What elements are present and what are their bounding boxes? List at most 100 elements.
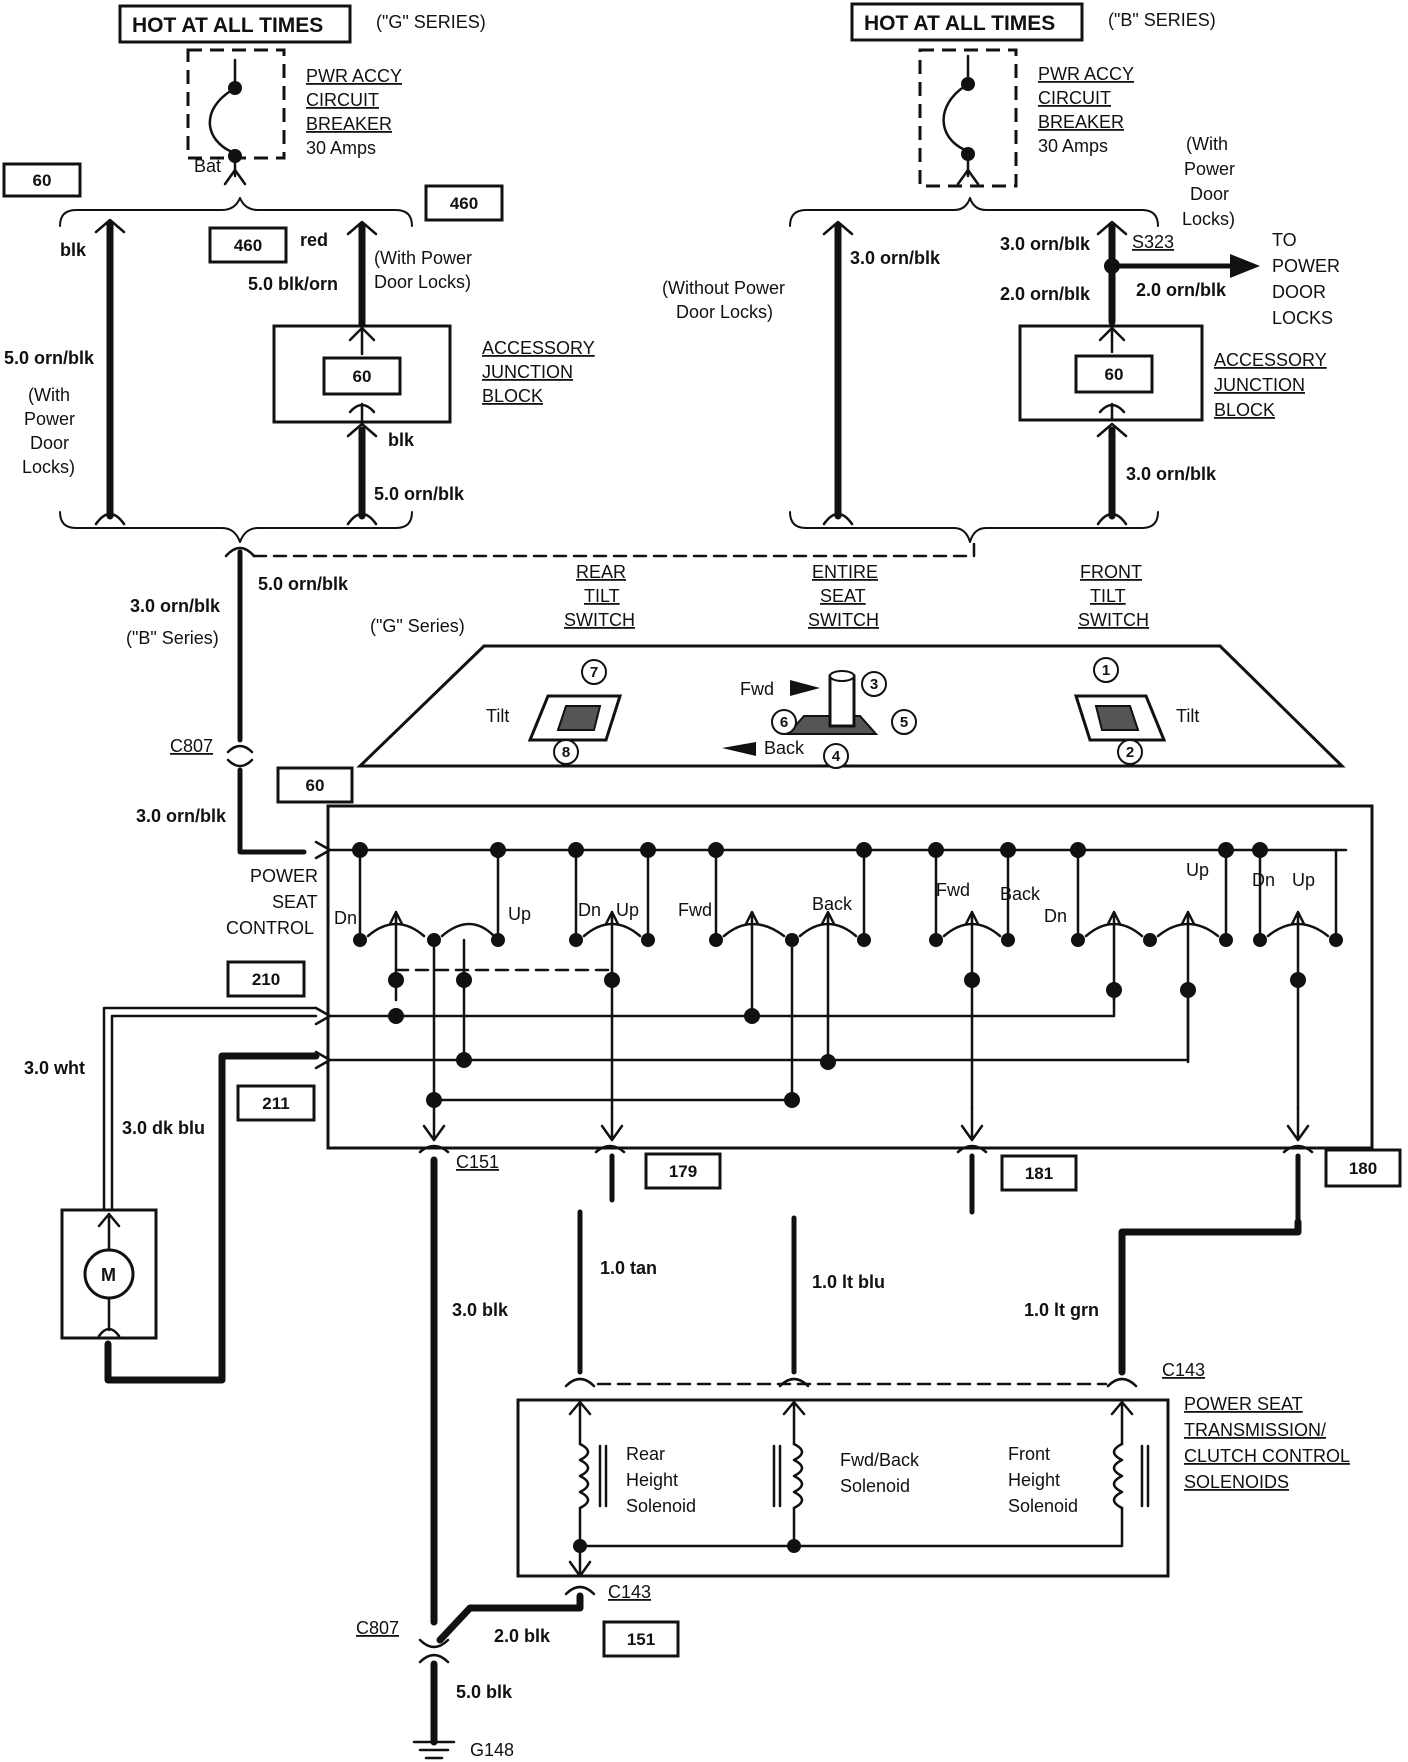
back-arrow bbox=[722, 742, 756, 756]
box-179-label: 179 bbox=[669, 1162, 697, 1181]
wire-orn-blk-5-g: 5.0 orn/blk bbox=[258, 574, 349, 594]
left-ajb-60-label: 60 bbox=[353, 367, 372, 386]
front-solenoid-coil bbox=[1112, 1442, 1124, 1510]
seat-switch-panel: Tilt Fwd Back Tilt 1 2 3 4 5 bbox=[356, 644, 1346, 769]
right-ajb-out-ends bbox=[1096, 422, 1128, 526]
solenoid-inputs bbox=[568, 1400, 1134, 1446]
wire-orn-blk-3-b: 3.0 orn/blk bbox=[130, 596, 221, 616]
left-hot-box bbox=[118, 4, 352, 44]
pin-5-circle bbox=[891, 709, 917, 735]
right-ajb-label-3: BLOCK bbox=[1214, 400, 1275, 420]
psc-back-1: Back bbox=[812, 894, 853, 914]
wire-blk-2 bbox=[436, 1592, 584, 1644]
psc-dn-3: Dn bbox=[1044, 906, 1067, 926]
with-power-mid-1: (With Power bbox=[374, 248, 472, 268]
left-breaker-line-4: 30 Amps bbox=[306, 138, 376, 158]
front-switch-label-3: SWITCH bbox=[1078, 610, 1149, 630]
right-ajb-label-1: ACCESSORY bbox=[1214, 350, 1327, 370]
box-460-mid-label: 460 bbox=[234, 236, 262, 255]
rear-switch-label-1: REAR bbox=[576, 562, 626, 582]
left-ajb-out bbox=[348, 402, 376, 424]
left-hot-label: HOT AT ALL TIMES bbox=[132, 14, 323, 37]
right-series-label: ("B" SERIES) bbox=[1108, 10, 1216, 30]
pin-4-circle bbox=[823, 743, 849, 769]
psc-input-60 bbox=[314, 840, 332, 860]
psc-bus-nodes bbox=[388, 972, 1306, 1108]
box-210 bbox=[226, 960, 306, 998]
left-ajb-in-arrow bbox=[348, 324, 376, 356]
box-210-label: 210 bbox=[252, 970, 280, 989]
right-ajb-out bbox=[1098, 402, 1126, 422]
with-power-left-1: (With bbox=[28, 385, 70, 405]
fwdback-solenoid-2: Solenoid bbox=[840, 1476, 910, 1496]
psc-up-3: Up bbox=[1186, 860, 1209, 880]
wire-orn-blk-3-s323: 3.0 orn/blk bbox=[1000, 234, 1091, 254]
without-power-2: Door Locks) bbox=[676, 302, 773, 322]
without-power-1: (Without Power bbox=[662, 278, 785, 298]
fwdback-solenoid-1: Fwd/Back bbox=[840, 1450, 920, 1470]
psc-bus-210 bbox=[328, 988, 1116, 1018]
right-breaker-arm bbox=[942, 54, 970, 178]
common-feed-top bbox=[224, 546, 256, 558]
motor-label: M bbox=[101, 1265, 116, 1285]
left-breaker-line-3: BREAKER bbox=[306, 114, 392, 134]
fwdback-solenoid-core bbox=[772, 1444, 782, 1508]
front-tilt-rocker bbox=[1094, 705, 1140, 731]
right-hot-label: HOT AT ALL TIMES bbox=[864, 12, 1055, 35]
psc-label-3: CONTROL bbox=[226, 918, 314, 938]
tilt-right-label: Tilt bbox=[1176, 706, 1199, 726]
right-with-power-1: (With bbox=[1186, 134, 1228, 154]
with-power-left-2: Power bbox=[24, 409, 75, 429]
wire-blk-left: blk bbox=[60, 240, 87, 260]
wire-orn-blk-2-to: 2.0 orn/blk bbox=[1136, 280, 1227, 300]
node-11 bbox=[1106, 982, 1122, 998]
front-switch-label-2: TILT bbox=[1090, 586, 1126, 606]
left-top-brace bbox=[59, 197, 413, 227]
left-bottom-brace bbox=[59, 511, 413, 543]
wire-blk-2-label: 2.0 blk bbox=[494, 1626, 551, 1646]
psc-output-connectors bbox=[418, 1144, 1314, 1154]
c807-bottom-label: C807 bbox=[356, 1618, 399, 1638]
left-ajb-feed-top bbox=[346, 220, 378, 236]
psc-up-2: Up bbox=[616, 900, 639, 920]
c151-label: C151 bbox=[456, 1152, 499, 1172]
rear-solenoid-core bbox=[598, 1444, 608, 1508]
box-60-psc-label: 60 bbox=[306, 776, 325, 795]
pin-8: 8 bbox=[562, 744, 570, 761]
pin-5: 5 bbox=[900, 714, 908, 731]
c14 bbox=[1253, 933, 1267, 947]
rear-tilt-rocker bbox=[556, 705, 602, 731]
wire-orn-blk-3-right: 3.0 orn/blk bbox=[850, 248, 941, 268]
tilt-left-label: Tilt bbox=[486, 706, 509, 726]
c12 bbox=[1143, 933, 1157, 947]
psc-up-4: Up bbox=[1292, 870, 1315, 890]
psc-input-211 bbox=[314, 1050, 332, 1070]
psc-dn-1: Dn bbox=[334, 908, 357, 928]
solenoid-block-label-4: SOLENOIDS bbox=[1184, 1472, 1289, 1492]
wire-orn-blk-5-left: 5.0 orn/blk bbox=[4, 348, 95, 368]
wire-lt-blu-label: 1.0 lt blu bbox=[812, 1272, 885, 1292]
left-ajb-label-1: ACCESSORY bbox=[482, 338, 595, 358]
solenoid-block: Rear Height Solenoid Fwd/Back Solenoid F… bbox=[516, 1398, 1170, 1578]
rear-switch-label-2: TILT bbox=[584, 586, 620, 606]
psc-bus-common bbox=[432, 938, 794, 1102]
rear-tilt-switch[interactable] bbox=[527, 694, 623, 742]
wire-blk-3-label: 3.0 blk bbox=[452, 1300, 509, 1320]
psc-fwd-1: Fwd bbox=[678, 900, 712, 920]
node-8 bbox=[784, 1092, 800, 1108]
front-tilt-switch[interactable] bbox=[1073, 694, 1167, 742]
c143-top-connectors bbox=[564, 1377, 1138, 1388]
psc-fwd-2: Fwd bbox=[936, 880, 970, 900]
rear-switch-label-3: SWITCH bbox=[564, 610, 635, 630]
rear-solenoid-1: Rear bbox=[626, 1444, 665, 1464]
c807-top-connector bbox=[226, 744, 254, 768]
right-breaker-line-4: 30 Amps bbox=[1038, 136, 1108, 156]
box-460-mid bbox=[208, 226, 288, 264]
pin-4: 4 bbox=[832, 748, 841, 765]
to-power-3: DOOR bbox=[1272, 282, 1326, 302]
right-breaker-outline bbox=[918, 48, 1018, 188]
to-power-1: TO bbox=[1272, 230, 1297, 250]
series-dashed-link bbox=[252, 536, 976, 558]
wire-orn-blk-3-ajbr: 3.0 orn/blk bbox=[1126, 464, 1217, 484]
